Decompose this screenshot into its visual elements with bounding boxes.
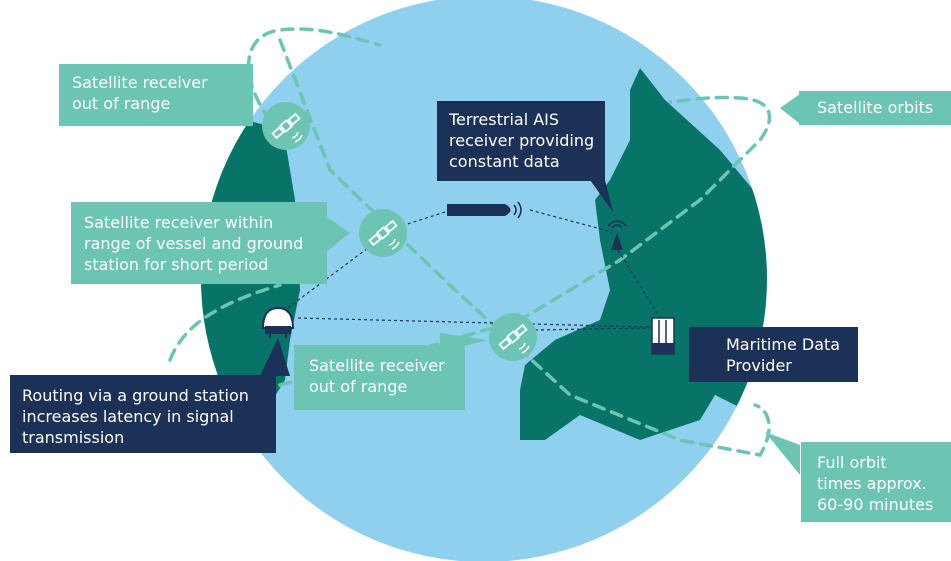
ground-station-icon — [261, 306, 295, 338]
label-routing-ground-station: Routing via a ground station increases l… — [10, 375, 276, 453]
pointer-within — [326, 216, 350, 252]
pointer-routing — [260, 338, 290, 376]
pointer-sat-orbits — [780, 94, 800, 124]
link-antenna-provider — [614, 244, 661, 319]
antenna-icon — [607, 220, 627, 250]
label-satellite-out-of-range-bottom: Satellite receiver out of range — [294, 345, 465, 410]
label-satellite-orbits: Satellite orbits — [799, 91, 951, 125]
link-satellite-ground — [284, 244, 373, 311]
orbit-equatorial — [168, 283, 282, 362]
link-satellite-provider — [534, 327, 651, 331]
ship-icon — [447, 204, 511, 216]
radio-waves-icon — [513, 201, 522, 219]
label-satellite-out-of-range-top: Satellite receiver out of range — [59, 64, 253, 126]
satellite-icon — [359, 209, 407, 257]
pointer-full-orbit — [765, 432, 800, 475]
label-full-orbit-times: Full orbit times approx. 60-90 minutes — [801, 442, 951, 522]
satellite-icon — [489, 313, 537, 361]
satellite-icon — [262, 102, 310, 150]
data-server-icon — [651, 317, 675, 355]
pointer-terrestrial — [590, 180, 613, 212]
link-ground-provider — [297, 317, 651, 328]
orbit-diagonal — [278, 38, 771, 457]
label-terrestrial-ais: Terrestrial AIS receiver providing const… — [437, 101, 605, 181]
link-ship-antenna — [529, 209, 613, 233]
orbit-long — [278, 95, 772, 387]
label-maritime-data-provider: Maritime Data Provider — [689, 327, 858, 382]
label-satellite-within-range: Satellite receiver within range of vesse… — [71, 202, 327, 284]
